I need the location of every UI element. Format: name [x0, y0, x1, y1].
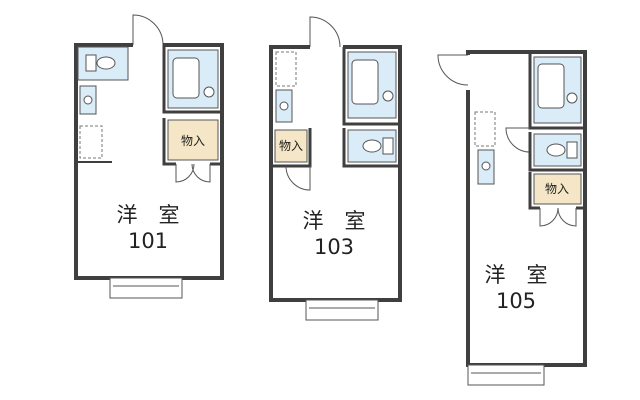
washer-space-105	[474, 111, 496, 147]
washer-space-103	[275, 51, 297, 87]
storage-label-101: 物入	[181, 134, 205, 148]
bathtub-103	[351, 59, 379, 105]
bathtub-105	[537, 63, 565, 109]
window-101	[109, 277, 183, 299]
window-103	[305, 299, 379, 321]
closet-doors-105	[539, 207, 577, 227]
room-label-103: 洋 室	[303, 209, 366, 233]
bath-sink-105	[566, 92, 578, 104]
entrance-door-105	[437, 54, 469, 86]
storage-closet-101	[167, 119, 219, 161]
room-label-101: 洋 室	[117, 203, 180, 227]
storage-closet-103	[274, 129, 308, 163]
unit-number-101: 101	[128, 229, 168, 253]
unit-101-plan: 物入 洋 室 101	[74, 14, 224, 299]
entrance-door-103	[309, 16, 341, 48]
room-label-105: 洋 室	[485, 263, 548, 287]
storage-label-103: 物入	[279, 139, 303, 153]
toilet-tank-101	[85, 54, 97, 72]
bath-sink-101	[203, 86, 215, 98]
unit-103-plan: 物入 洋 室 103	[269, 16, 402, 321]
toilet-bowl-105	[546, 143, 566, 157]
entrance-door-101	[132, 14, 164, 46]
closet-door-103	[285, 165, 311, 191]
window-105	[467, 364, 545, 386]
toilet-bowl-101	[96, 56, 116, 70]
storage-closet-105	[533, 173, 582, 205]
toilet-bowl-103	[362, 139, 382, 153]
toilet-tank-103	[382, 137, 394, 155]
closet-doors-101	[175, 163, 211, 183]
unit-105-plan: 物入 洋 室 105	[437, 50, 587, 386]
unit-number-105: 105	[496, 289, 536, 313]
bathroom-door-105	[505, 127, 531, 153]
bath-sink-103	[382, 90, 394, 102]
storage-label-105: 物入	[545, 182, 569, 196]
washer-space-101	[79, 125, 103, 159]
bathtub-101	[172, 57, 200, 99]
toilet-tank-105	[566, 141, 578, 159]
unit-number-103: 103	[314, 235, 354, 259]
